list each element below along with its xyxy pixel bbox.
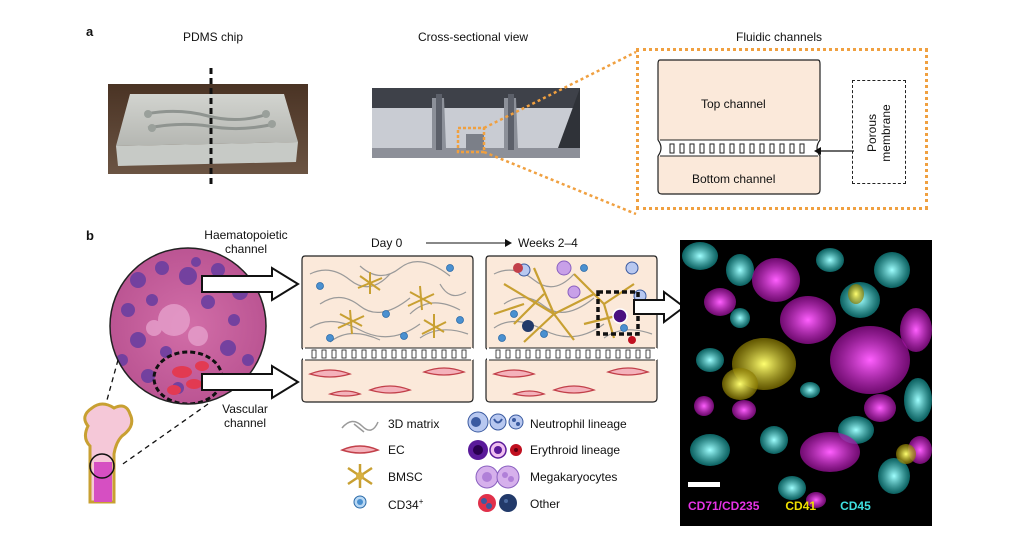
bmsc-legend-icon [347,464,373,488]
vasc-line1: Vascular [222,402,268,416]
legend-ec-label: EC [388,443,405,457]
stain-cd45-label: CD45 [840,499,871,513]
haem-line2: channel [224,242,268,256]
legend-neutrophil-label: Neutrophil lineage [530,417,627,431]
cross-section-render [372,88,580,158]
legend-bmsc-label: BMSC [388,470,423,484]
stain-cd41-label: CD41 [785,499,817,513]
cd34-sup: + [418,497,424,506]
haem-line1: Haematopoietic [204,228,288,242]
weeks-chip-chamber [485,255,658,403]
day0-label: Day 0 [371,236,403,250]
legend-erythroid-label: Erythroid lineage [530,443,621,457]
legend-other-label: Other [530,497,561,511]
timeline-arrow [426,239,512,247]
neutrophil-legend-icon [467,411,524,433]
legend-cd34-label: CD34+ [388,497,423,512]
ec-legend-icon [340,445,380,454]
matrix-legend-icon [341,420,379,433]
pdms-chip-title: PDMS chip [183,30,244,44]
membrane-arrow [814,147,854,155]
arrow-to-micrograph [633,290,686,324]
membrane-label-line2: membrane [879,104,893,162]
bone-histology-illustration [83,247,267,504]
arrow-to-haem-chamber [201,266,300,302]
micrograph-stain-labels: CD71/CD235 CD41 CD45 [688,499,871,513]
cross-section-title: Cross-sectional view [418,30,529,44]
weeks-label: Weeks 2–4 [518,236,578,250]
haematopoietic-channel-label: Haematopoietic channel [192,228,300,256]
arrow-to-vascular-chamber [201,364,300,400]
top-channel-label: Top channel [701,97,766,111]
panel-a-letter: a [86,24,94,39]
fluorescence-micrograph [680,240,932,526]
megakaryocyte-legend-icon [475,465,520,489]
membrane-label-box: Porous membrane [852,80,906,184]
scale-bar [688,482,720,487]
channel-schematic [657,59,821,195]
cd34-text: CD34 [388,498,419,512]
pdms-chip-photo [108,68,308,188]
other-legend-icon [478,494,517,512]
bottom-channel-label: Bottom channel [692,172,776,186]
fluidic-channels-title: Fluidic channels [736,30,823,44]
zoom-connector-lines [483,50,637,216]
legend-matrix-label: 3D matrix [388,417,440,431]
panel-b-letter: b [86,228,94,243]
cd34-legend-icon [353,495,367,509]
membrane-label-line1: Porous [865,113,879,153]
erythroid-legend-icon [468,440,522,460]
day0-chip-chamber [301,255,474,403]
legend-megakaryocyte-label: Megakaryocytes [530,470,618,484]
vascular-channel-label: Vascular channel [210,402,280,430]
fluidic-zoom-frame [636,48,928,210]
stain-cd71-label: CD71/CD235 [688,499,760,513]
vasc-line2: channel [223,416,267,430]
